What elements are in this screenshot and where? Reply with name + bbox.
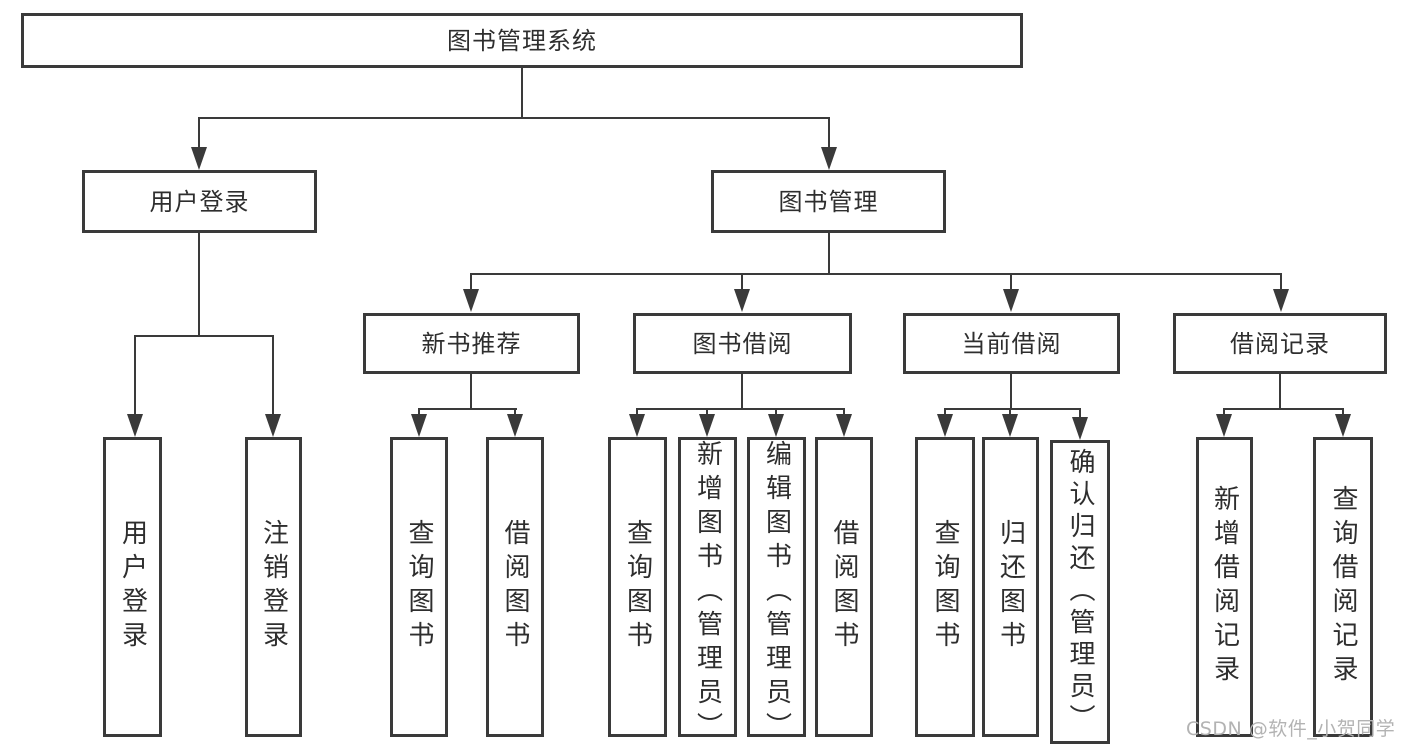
connector-records-branch: [1223, 408, 1344, 410]
connector-to-br-add: [1223, 408, 1225, 417]
arrow-down-icon: [191, 147, 207, 170]
node-new-book-recommend: 新书推荐: [363, 313, 580, 374]
leaf-bb-borrow-books-label: 借阅图书: [829, 519, 859, 655]
leaf-rec-query-books: 查询图书: [390, 437, 448, 737]
leaf-rec-borrow-books: 借阅图书: [486, 437, 544, 737]
connector-to-bb-edit: [775, 408, 777, 417]
node-book-management-label: 图书管理: [778, 187, 879, 216]
node-root-label: 图书管理系统: [447, 26, 597, 55]
connector-to-current-borrow: [1010, 273, 1012, 291]
arrow-down-icon: [629, 414, 645, 437]
node-user-login-label: 用户登录: [149, 187, 250, 216]
connector-to-br-query: [1342, 408, 1344, 417]
node-book-borrow: 图书借阅: [633, 313, 852, 374]
leaf-rec-borrow-books-label: 借阅图书: [500, 519, 530, 655]
leaf-logout-label: 注销登录: [258, 519, 289, 655]
arrow-down-icon: [1002, 414, 1018, 437]
connector-to-bb-query: [636, 408, 638, 417]
arrow-down-icon: [1216, 414, 1232, 437]
connector-to-rec-borrow: [514, 408, 516, 417]
connector-to-bb-add: [706, 408, 708, 417]
leaf-bb-edit-books-admin: 编辑图书（管理员）: [747, 437, 806, 746]
connector-records-stem: [1279, 374, 1281, 410]
connector-to-book-management: [828, 117, 830, 149]
connector-to-bb-borrow: [843, 408, 845, 417]
arrow-down-icon: [507, 414, 523, 437]
leaf-bb-query-books-label: 查询图书: [622, 519, 653, 655]
node-book-borrow-label: 图书借阅: [692, 329, 793, 358]
leaf-user-login-label: 用户登录: [117, 519, 148, 655]
leaf-br-add-borrow-record: 新增借阅记录: [1196, 437, 1253, 737]
connector-root-stem: [521, 68, 523, 119]
connector-root-branch: [198, 117, 830, 119]
connector-to-user-login: [198, 117, 200, 149]
leaf-br-query-borrow-record-label: 查询借阅记录: [1328, 485, 1358, 689]
leaf-bb-add-books-admin-label: 新增图书（管理员）: [692, 440, 723, 746]
connector-book-management-branch: [470, 273, 1282, 275]
leaf-bb-query-books: 查询图书: [608, 437, 667, 737]
leaf-bb-edit-books-admin-label: 编辑图书（管理员）: [761, 440, 792, 746]
connector-user-login-stem: [198, 233, 200, 337]
leaf-bb-add-books-admin: 新增图书（管理员）: [678, 437, 737, 746]
connector-to-cb-confirm: [1079, 408, 1081, 420]
leaf-logout: 注销登录: [245, 437, 302, 737]
connector-current-branch: [944, 408, 1081, 410]
connector-borrow-branch: [636, 408, 845, 410]
arrow-down-icon: [265, 414, 281, 437]
leaf-user-login: 用户登录: [103, 437, 162, 737]
arrow-down-icon: [768, 414, 784, 437]
connector-to-new-book-recommend: [470, 273, 472, 291]
arrow-down-icon: [411, 414, 427, 437]
leaf-br-query-borrow-record: 查询借阅记录: [1313, 437, 1373, 737]
arrow-down-icon: [1003, 289, 1019, 312]
connector-to-cb-return: [1009, 408, 1011, 417]
connector-current-stem: [1010, 374, 1012, 410]
arrow-down-icon: [836, 414, 852, 437]
node-borrow-records-label: 借阅记录: [1230, 329, 1330, 358]
arrow-down-icon: [699, 414, 715, 437]
arrow-down-icon: [1273, 289, 1289, 312]
connector-recommend-stem: [470, 374, 472, 410]
connector-to-cb-query: [944, 408, 946, 417]
connector-user-login-branch: [134, 335, 273, 337]
node-current-borrow: 当前借阅: [903, 313, 1120, 374]
arrow-down-icon: [937, 414, 953, 437]
arrow-down-icon: [127, 414, 143, 437]
leaf-cb-return-books: 归还图书: [982, 437, 1039, 737]
arrow-down-icon: [1072, 417, 1088, 440]
connector-to-leaf-logout: [272, 335, 274, 417]
leaf-rec-query-books-label: 查询图书: [404, 519, 434, 655]
arrow-down-icon: [821, 147, 837, 170]
leaf-br-add-borrow-record-label: 新增借阅记录: [1209, 485, 1240, 689]
leaf-cb-return-books-label: 归还图书: [995, 519, 1026, 655]
connector-to-book-borrow: [741, 273, 743, 291]
node-root: 图书管理系统: [21, 13, 1023, 68]
leaf-cb-query-books-label: 查询图书: [930, 519, 960, 655]
connector-book-management-stem: [828, 233, 830, 275]
csdn-watermark: CSDN @软件_小贺同学: [1186, 718, 1396, 740]
node-borrow-records: 借阅记录: [1173, 313, 1387, 374]
node-new-book-recommend-label: 新书推荐: [421, 329, 522, 358]
connector-to-borrow-records: [1280, 273, 1282, 291]
arrow-down-icon: [463, 289, 479, 312]
connector-to-leaf-user-login: [134, 335, 136, 417]
leaf-cb-confirm-return-admin-label: 确认归还（管理员）: [1065, 448, 1095, 736]
leaf-bb-borrow-books: 借阅图书: [815, 437, 873, 737]
arrow-down-icon: [734, 289, 750, 312]
connector-borrow-stem: [741, 374, 743, 410]
arrow-down-icon: [1335, 414, 1351, 437]
leaf-cb-query-books: 查询图书: [915, 437, 975, 737]
node-user-login: 用户登录: [82, 170, 317, 233]
connector-recommend-branch: [418, 408, 517, 410]
node-current-borrow-label: 当前借阅: [961, 329, 1062, 358]
node-book-management: 图书管理: [711, 170, 946, 233]
connector-to-rec-query: [418, 408, 420, 417]
leaf-cb-confirm-return-admin: 确认归还（管理员）: [1050, 440, 1110, 744]
